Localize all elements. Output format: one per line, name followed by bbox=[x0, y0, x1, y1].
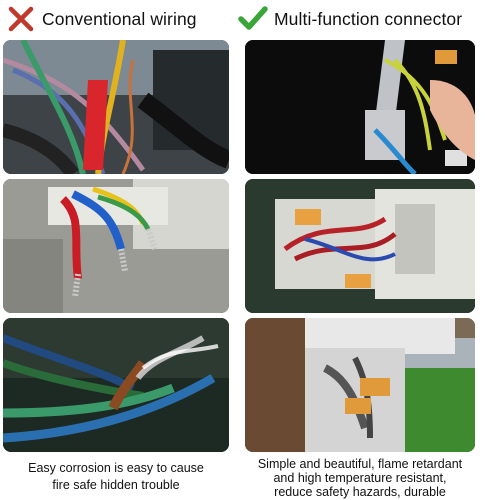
connector-outdoor-box-photo bbox=[245, 318, 475, 452]
connector-junction-box-photo bbox=[245, 40, 475, 174]
multi-function-connector-title: Multi-function connector bbox=[274, 8, 463, 29]
exposed-twisted-wires-photo bbox=[3, 179, 229, 313]
conventional-wiring-caption: Easy corrosion is easy to cause fire saf… bbox=[3, 460, 229, 494]
caption-line: reduce safety hazards, durable bbox=[274, 485, 446, 499]
caption-line: fire safe hidden trouble bbox=[52, 478, 180, 492]
x-mark-icon bbox=[6, 4, 36, 34]
caption-line: Simple and beautiful, flame retardant bbox=[257, 457, 463, 471]
multi-function-connector-header: Multi-function connector bbox=[238, 2, 483, 36]
check-mark-icon bbox=[238, 4, 268, 34]
burnt-smoking-wires-photo bbox=[3, 318, 229, 452]
conventional-wiring-header: Conventional wiring bbox=[6, 2, 238, 36]
tangled-taped-wires-photo bbox=[3, 40, 229, 174]
caption-line: and high temperature resistant, bbox=[273, 471, 447, 485]
multi-function-connector-caption: Simple and beautiful, flame retardant an… bbox=[240, 457, 480, 499]
caption-line: Easy corrosion is easy to cause bbox=[28, 461, 204, 475]
conventional-wiring-title: Conventional wiring bbox=[42, 8, 197, 29]
connector-wall-box-photo bbox=[245, 179, 475, 313]
